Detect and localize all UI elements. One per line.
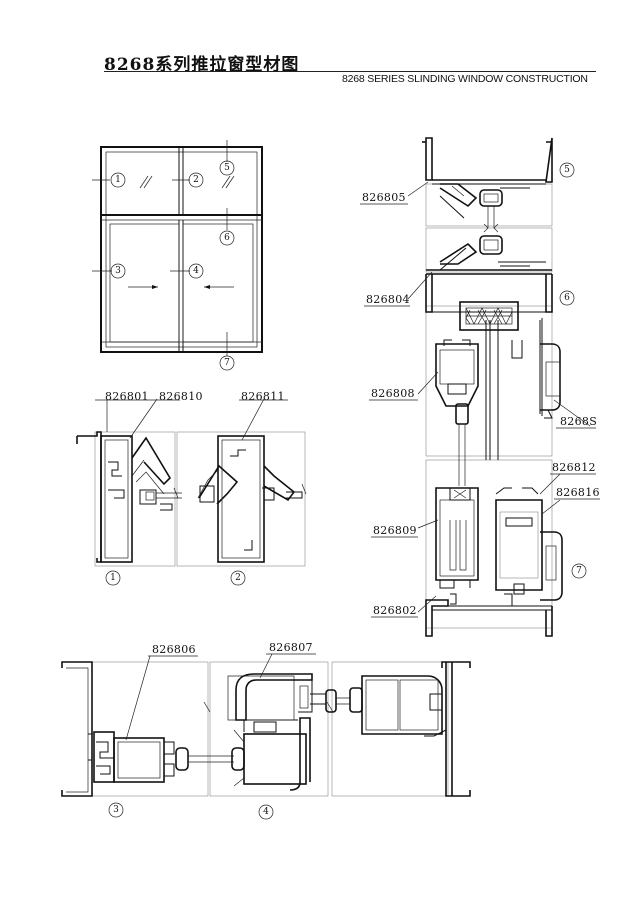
svg-text:4: 4 bbox=[263, 807, 269, 817]
svg-text:5: 5 bbox=[224, 163, 230, 173]
window-elevation: 1 2 5 3 4 6 7 bbox=[92, 140, 263, 371]
marker-4-circle: 4 bbox=[188, 263, 204, 279]
marker-6-circle: 6 bbox=[219, 230, 235, 246]
drawing-title-english: 8268 SERIES SLINDING WINDOW CONSTRUCTION bbox=[342, 73, 588, 85]
label-826816: 826816 bbox=[556, 486, 600, 499]
marker-1-circle: 1 bbox=[105, 570, 121, 586]
svg-text:6: 6 bbox=[224, 233, 230, 243]
marker-2-circle: 2 bbox=[188, 172, 204, 188]
marker-5-circle: 5 bbox=[559, 162, 575, 178]
label-826802: 826802 bbox=[373, 604, 417, 617]
svg-text:3: 3 bbox=[115, 266, 121, 276]
marker-4-circle: 4 bbox=[258, 804, 274, 820]
svg-text:6: 6 bbox=[564, 293, 570, 303]
marker-2-circle: 2 bbox=[230, 570, 246, 586]
title-underline bbox=[104, 71, 596, 72]
label-826807: 826807 bbox=[269, 641, 313, 654]
label-826810: 826810 bbox=[159, 390, 203, 403]
marker-1-circle: 1 bbox=[110, 172, 126, 188]
label-826809: 826809 bbox=[373, 524, 417, 537]
section-3-4: 826806 826807 3 4 bbox=[61, 641, 471, 820]
svg-text:1: 1 bbox=[115, 175, 121, 185]
label-826808: 826808 bbox=[371, 387, 415, 400]
section-1-2: 826801 826810 826811 1 2 bbox=[76, 390, 307, 586]
marker-6-circle: 6 bbox=[559, 290, 575, 306]
marker-3-circle: 3 bbox=[110, 263, 126, 279]
vertical-section: 826805 826804 826808 8268S 826812 826816… bbox=[360, 137, 600, 637]
marker-5-circle: 5 bbox=[219, 160, 235, 176]
label-826804: 826804 bbox=[366, 293, 410, 306]
svg-text:7: 7 bbox=[224, 358, 230, 368]
label-826805: 826805 bbox=[362, 191, 406, 204]
svg-text:5: 5 bbox=[564, 165, 570, 175]
svg-text:2: 2 bbox=[235, 573, 241, 583]
label-826806: 826806 bbox=[152, 643, 196, 656]
drawing-title-chinese: 8268系列推拉窗型材图 bbox=[104, 55, 300, 75]
label-826811: 826811 bbox=[241, 390, 285, 403]
label-826801: 826801 bbox=[105, 390, 149, 403]
marker-7-circle: 7 bbox=[571, 563, 587, 579]
svg-text:3: 3 bbox=[113, 805, 119, 815]
marker-3-circle: 3 bbox=[108, 802, 124, 818]
svg-text:1: 1 bbox=[110, 573, 116, 583]
marker-7-circle: 7 bbox=[219, 355, 235, 371]
label-826812: 826812 bbox=[552, 461, 596, 474]
label-8268S: 8268S bbox=[560, 415, 597, 428]
svg-text:4: 4 bbox=[193, 266, 199, 276]
svg-text:7: 7 bbox=[576, 566, 582, 576]
svg-text:2: 2 bbox=[193, 175, 199, 185]
